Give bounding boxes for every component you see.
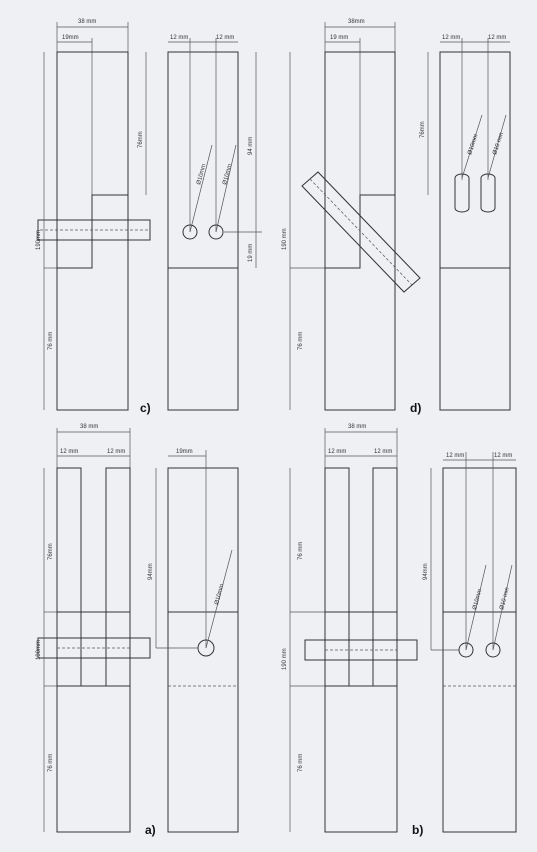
panel-c: 38 mm 19mm 190mm 76 mm 76mm c) 12 mm 12 … <box>36 19 262 415</box>
panel-d: 38mm 19 mm 190 mm 76 mm d) 12 mm 12 mm Ø… <box>282 19 511 415</box>
dim-bottom-label: 76 mm <box>48 754 54 772</box>
dim-dia-1: Ø10mm <box>467 133 479 155</box>
dim-dia-1: Ø10mm <box>472 588 483 610</box>
dim-width-label: 38 mm <box>78 19 96 25</box>
dim-width-label: 38mm <box>348 19 365 25</box>
panel-label: b) <box>412 823 423 837</box>
dim-dia-2: Ø10 mm <box>492 132 505 156</box>
dim-gap-right: 12 mm <box>107 449 125 455</box>
side-view <box>167 51 239 411</box>
tongue <box>348 611 374 687</box>
dim-hole-gap-left: 12 mm <box>170 35 188 41</box>
dim-hole-gap-right: 12 mm <box>488 35 506 41</box>
dim-overall-label: 190mm <box>36 640 42 660</box>
dim-hole-top-label: 94mm <box>148 563 154 580</box>
side-view <box>439 51 511 411</box>
dim-shift-label: 19 mm <box>330 35 348 41</box>
dim-hole-top-label: 94mm <box>423 563 429 580</box>
dim-gap-left: 12 mm <box>328 449 346 455</box>
panel-label: c) <box>140 401 151 415</box>
pin <box>37 219 151 241</box>
pin <box>304 639 418 661</box>
side-view <box>167 467 239 833</box>
dim-bottom-label: 76 mm <box>48 332 54 350</box>
dim-dia-2: Ø10 mm <box>499 587 511 611</box>
dim-width-label: 38 mm <box>348 424 366 430</box>
pin <box>37 637 151 659</box>
panel-label: d) <box>410 401 421 415</box>
dim-gap-right: 12 mm <box>374 449 392 455</box>
fork-member <box>324 467 398 833</box>
slot-hole-2 <box>480 173 496 213</box>
dim-overall-label: 190mm <box>36 230 42 250</box>
dim-hole-pos: 19mm <box>176 449 193 455</box>
hole-1 <box>182 224 198 240</box>
dim-dia-2: Ø10mm <box>222 163 233 185</box>
dim-bottom-label: 76 mm <box>298 332 304 350</box>
member-lower <box>56 194 129 411</box>
slot-hole-1 <box>454 173 470 213</box>
dim-bottom-label: 76 mm <box>298 754 304 772</box>
dim-overall-label: 190 mm <box>282 648 288 670</box>
inclined-pin <box>301 171 421 293</box>
dim-overall-label: 190 mm <box>282 228 288 250</box>
member-lower <box>324 194 396 411</box>
dim-dia: Ø10mm <box>214 583 225 605</box>
panel-b: 38 mm 12 mm 12 mm 190 mm 76 mm 76 mm b) … <box>282 424 517 837</box>
dim-hole-offset-label: 19 mm <box>248 244 254 262</box>
panel-a: 38 mm 12 mm 12 mm 190mm 76mm 76 mm a) 19… <box>36 424 239 837</box>
dim-hole-gap-left: 12 mm <box>446 453 464 459</box>
dim-shift-label: 19mm <box>62 35 79 41</box>
dim-width-label: 38 mm <box>80 424 98 430</box>
dim-top-label: 76mm <box>138 131 144 148</box>
panel-label: a) <box>145 823 156 837</box>
dim-gap-left: 12 mm <box>60 449 78 455</box>
dim-top-label: 76 mm <box>298 542 304 560</box>
fork-member <box>56 467 131 833</box>
dim-hole-gap-right: 12 mm <box>216 35 234 41</box>
dim-hole-gap-right: 12 mm <box>494 453 512 459</box>
dim-top-label: 76mm <box>420 121 426 138</box>
hole-2 <box>485 642 501 658</box>
dim-hole-gap-left: 12 mm <box>442 35 460 41</box>
tongue <box>80 611 107 687</box>
dim-hole-top-label: 94 mm <box>248 137 254 155</box>
hole-2 <box>208 224 224 240</box>
dim-dia-1: Ø10mm <box>196 163 207 185</box>
dim-top-label: 76mm <box>48 543 54 560</box>
